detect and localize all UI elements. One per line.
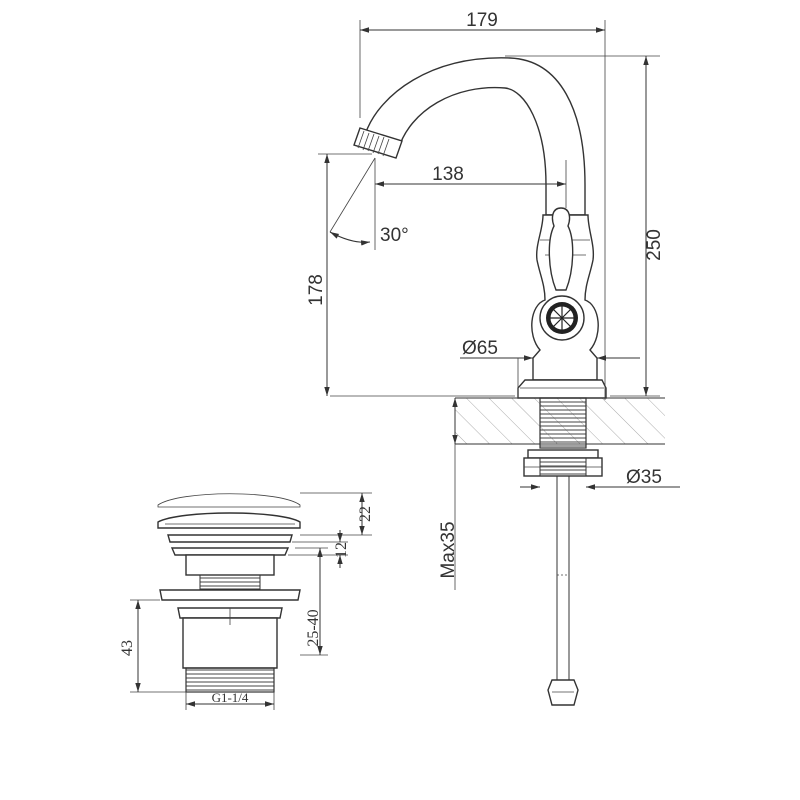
base-flange xyxy=(517,379,607,399)
drain-thread xyxy=(185,667,275,693)
dim-12: 12 xyxy=(333,542,350,558)
dim-max-35: Max35 xyxy=(438,521,459,578)
lever-handle[interactable] xyxy=(548,207,574,291)
faucet-dimensions: 179 250 138 178 30° Ø65 Ø35 Max35 xyxy=(306,10,680,590)
dim-179: 179 xyxy=(466,10,498,31)
fixing-nut xyxy=(523,449,603,477)
drain-cap xyxy=(157,512,301,529)
dim-30-deg: 30° xyxy=(380,225,409,246)
dim-43: 43 xyxy=(119,640,136,656)
dim-dia-35: Ø35 xyxy=(626,467,662,488)
aerator xyxy=(353,127,403,159)
dim-138: 138 xyxy=(432,164,464,185)
dim-dia-65: Ø65 xyxy=(462,338,498,359)
drain-dimensions: 22 12 25-40 43 G1-1/4 xyxy=(119,492,374,710)
pop-up-drain xyxy=(157,493,301,693)
dim-178: 178 xyxy=(306,274,327,306)
handle-rosette xyxy=(539,295,585,341)
dim-22: 22 xyxy=(357,506,374,522)
dim-250: 250 xyxy=(644,229,665,261)
dim-g1-1-4: G1-1/4 xyxy=(212,690,249,705)
dim-25-40: 25-40 xyxy=(305,609,322,646)
threaded-shank xyxy=(539,397,587,449)
flex-hose xyxy=(547,476,579,706)
faucet xyxy=(330,57,665,706)
spout xyxy=(365,57,586,216)
